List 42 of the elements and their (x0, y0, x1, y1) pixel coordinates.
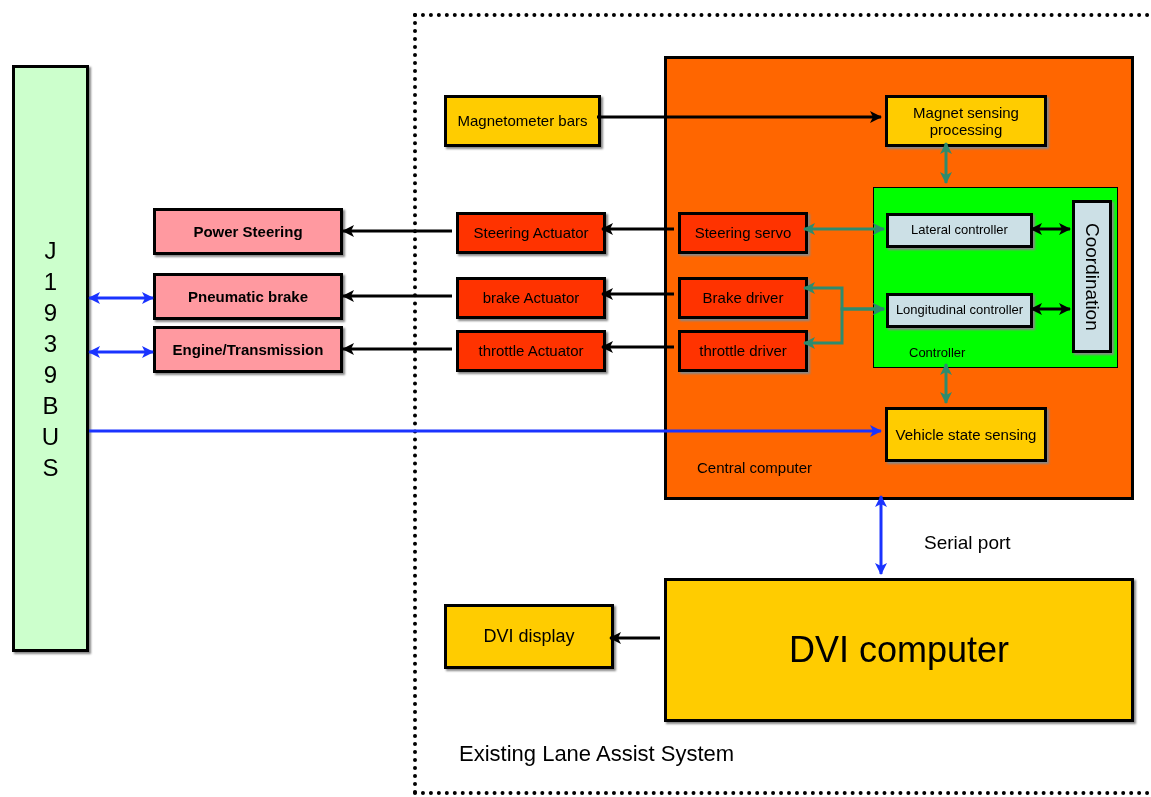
group-title: Controller (909, 346, 966, 361)
process-box: Longitudinal controller (886, 293, 1033, 328)
process-box: Vehicle state sensing (885, 407, 1047, 462)
arrow (342, 343, 452, 355)
bus-bar: J 1 9 3 9 B U S (12, 65, 89, 652)
process-box: Power Steering (153, 208, 343, 255)
arrow (342, 225, 452, 237)
system-boundary (413, 13, 1150, 795)
controller-panel (873, 187, 1118, 368)
arrow (803, 303, 885, 349)
arrow (601, 288, 674, 300)
process-box: Steering Actuator (456, 212, 606, 254)
arrow (803, 223, 885, 235)
arrow (597, 111, 882, 123)
arrow (875, 495, 887, 575)
process-box: Lateral controller (886, 213, 1033, 248)
process-box: Magnetometer bars (444, 95, 601, 147)
arrow (1030, 303, 1071, 315)
arrow (342, 290, 452, 302)
arrow (601, 341, 674, 353)
group-title: Existing Lane Assist System (459, 741, 735, 767)
arrow (88, 292, 154, 304)
arrow (88, 346, 154, 358)
process-box: DVI computer (664, 578, 1134, 722)
process-box: Magnet sensing processing (885, 95, 1047, 147)
process-box: Pneumatic brake (153, 273, 343, 320)
process-box: Steering servo (678, 212, 808, 254)
group-title: Central computer (697, 459, 813, 477)
process-box: throttle driver (678, 330, 808, 372)
arrow (1030, 223, 1071, 235)
arrow (601, 223, 674, 235)
process-box: Brake driver (678, 277, 808, 319)
arrow (609, 632, 660, 644)
process-box: Engine/Transmission (153, 326, 343, 373)
process-box: DVI display (444, 604, 614, 669)
process-box: throttle Actuator (456, 330, 606, 372)
process-box: Coordination (1072, 200, 1112, 353)
computer-panel (664, 56, 1134, 500)
arrow (940, 363, 952, 404)
arrow (89, 425, 882, 437)
process-box: brake Actuator (456, 277, 606, 319)
arrow (940, 142, 952, 184)
